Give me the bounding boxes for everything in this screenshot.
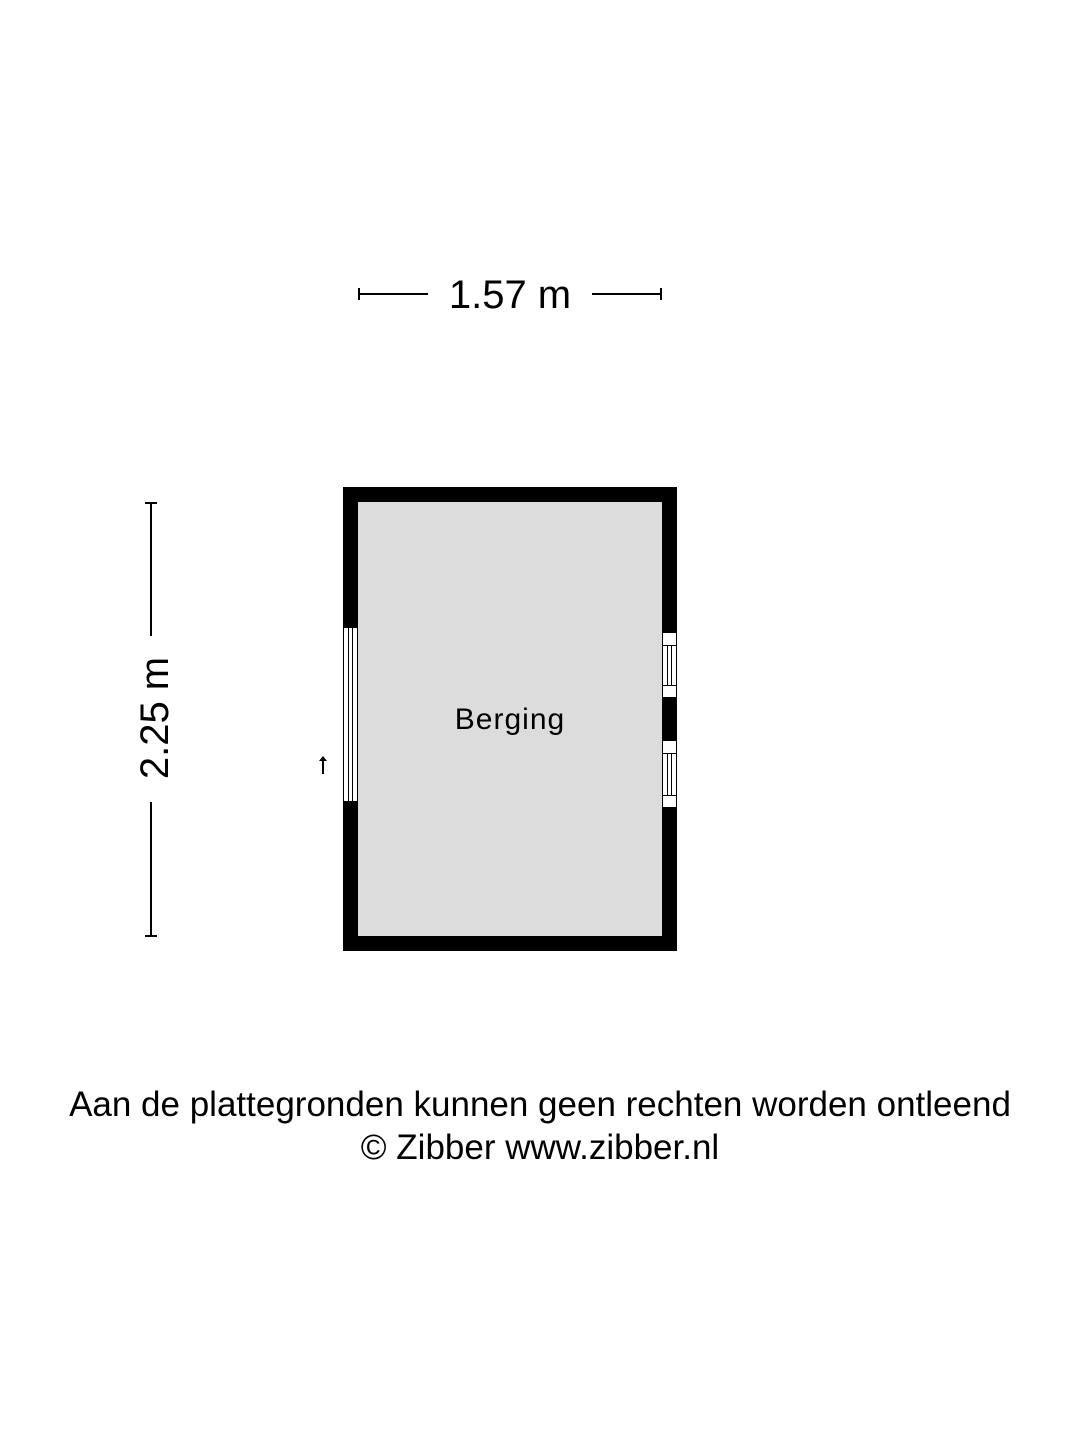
arrow-up-icon [319,756,327,774]
window-left-wall [343,627,358,802]
window-right-upper [662,632,677,698]
dimension-tick-bottom [145,935,157,937]
dimension-line-right [592,293,662,295]
dimension-line-left [358,293,428,295]
dimension-line-top [150,502,152,636]
room-label: Berging [454,703,566,736]
window-right-lower [662,740,677,808]
dimension-line-bottom [150,802,152,936]
dimension-tick-right [660,288,662,300]
room-floor-berging [358,502,662,936]
copyright-text: © Zibber www.zibber.nl [360,1128,720,1167]
width-dimension-label: 1.57 m [448,273,572,317]
disclaimer-text: Aan de plattegronden kunnen geen rechten… [69,1085,1011,1124]
height-dimension-label: 2.25 m [133,656,177,780]
